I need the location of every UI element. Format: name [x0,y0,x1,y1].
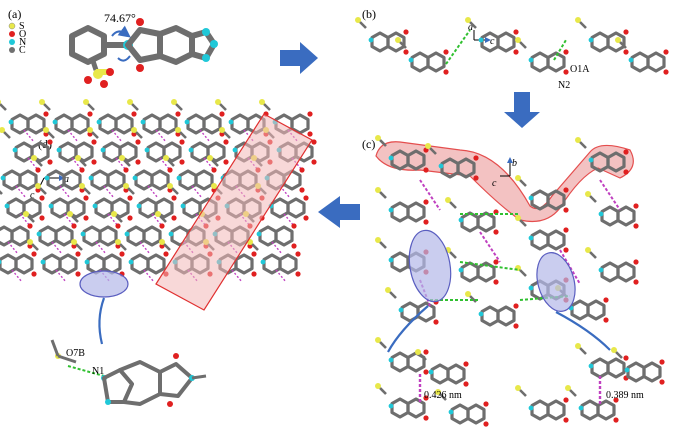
stacking-highlight-left [408,229,452,303]
lattice-contact [191,185,203,199]
legend-label-o: O [19,29,26,40]
panel-a: (a) S O N C [8,7,218,88]
panel-c: (c) b c [362,135,665,427]
legend-swatch-n [9,39,15,45]
axis-c-label-d: c [30,190,35,201]
sulfur-atom [93,69,103,79]
lattice-contact [115,157,127,171]
lattice-contact [27,157,39,171]
axis-c-label-c: c [492,178,497,189]
lattice-contact [63,213,75,227]
axis-b-label-c: b [512,158,517,169]
axis-c-label: c [490,36,495,47]
lattice-contact [7,241,19,255]
atom-label-n1: N1 [92,366,104,377]
lattice-contact [199,129,211,143]
lattice-contact [275,269,287,283]
lattice-contact [151,213,163,227]
lattice-contact [19,213,31,227]
distance-label-left: 0.426 nm [424,390,462,401]
atom-label-o1a: O1A [570,64,590,75]
lattice-contact [147,185,159,199]
panel-b: (b) a c O1A N2 [355,7,669,91]
pointer-left-c [387,305,429,353]
lattice-contact [11,269,23,283]
lattice-contact [15,185,27,199]
molecular-chain-b [355,17,669,75]
atom-label-o7b: O7B [66,348,85,359]
lattice-contact [283,213,295,227]
lattice-contact [231,269,243,283]
axis-a-label: a [468,22,473,33]
panel-b-label: (b) [362,7,376,21]
lattice-contact [67,129,79,143]
lattice-contact [271,241,283,255]
lattice-contact [71,157,83,171]
lattice-contact [51,241,63,255]
molecule-a [69,18,218,88]
arrow-a-to-b [280,42,318,74]
pointer-right-c [555,311,611,351]
legend-swatch-s [8,22,16,30]
inset-stacking-right [515,343,665,423]
stacking-highlight-right [536,252,576,312]
lattice-contact [279,185,291,199]
panel-a-label: (a) [8,7,21,21]
lattice-contact [107,213,119,227]
torsion-angle-label: 74.67° [104,11,136,25]
panel-c-label: (c) [362,137,375,151]
legend-label-s: S [19,21,25,32]
inset-stacking-left [375,337,489,427]
arrow-b-to-c [504,92,540,128]
lattice-contact [55,269,67,283]
lattice-contact [95,241,107,255]
legend-swatch-c [9,47,15,53]
lattice-contact [203,157,215,171]
legend-label-n: N [19,37,26,48]
distance-label-right: 0.389 nm [606,390,644,401]
lattice-contact [139,241,151,255]
inset-molecule-d [50,339,207,407]
lattice-contact [103,185,115,199]
lattice-contact [23,129,35,143]
legend-swatch-o [9,31,15,37]
highlight-wave [375,141,634,223]
n1-o7b-highlight [79,270,129,298]
atom-label-n2: N2 [558,80,570,91]
highlight-strip [155,113,313,311]
lattice-contact [143,269,155,283]
pointer-d [98,297,106,345]
lattice-contact [111,129,123,143]
lattice-contact [291,157,303,171]
element-legend: S O N C [8,21,26,56]
lattice-contact [155,129,167,143]
lattice-contact [59,185,71,199]
lattice-contact [159,157,171,171]
legend-label-c: C [19,45,26,56]
axis-a-label-d: a [64,174,69,185]
panel-d: (d) a c O7B N1 [0,99,317,407]
arrow-c-to-d [318,196,360,228]
